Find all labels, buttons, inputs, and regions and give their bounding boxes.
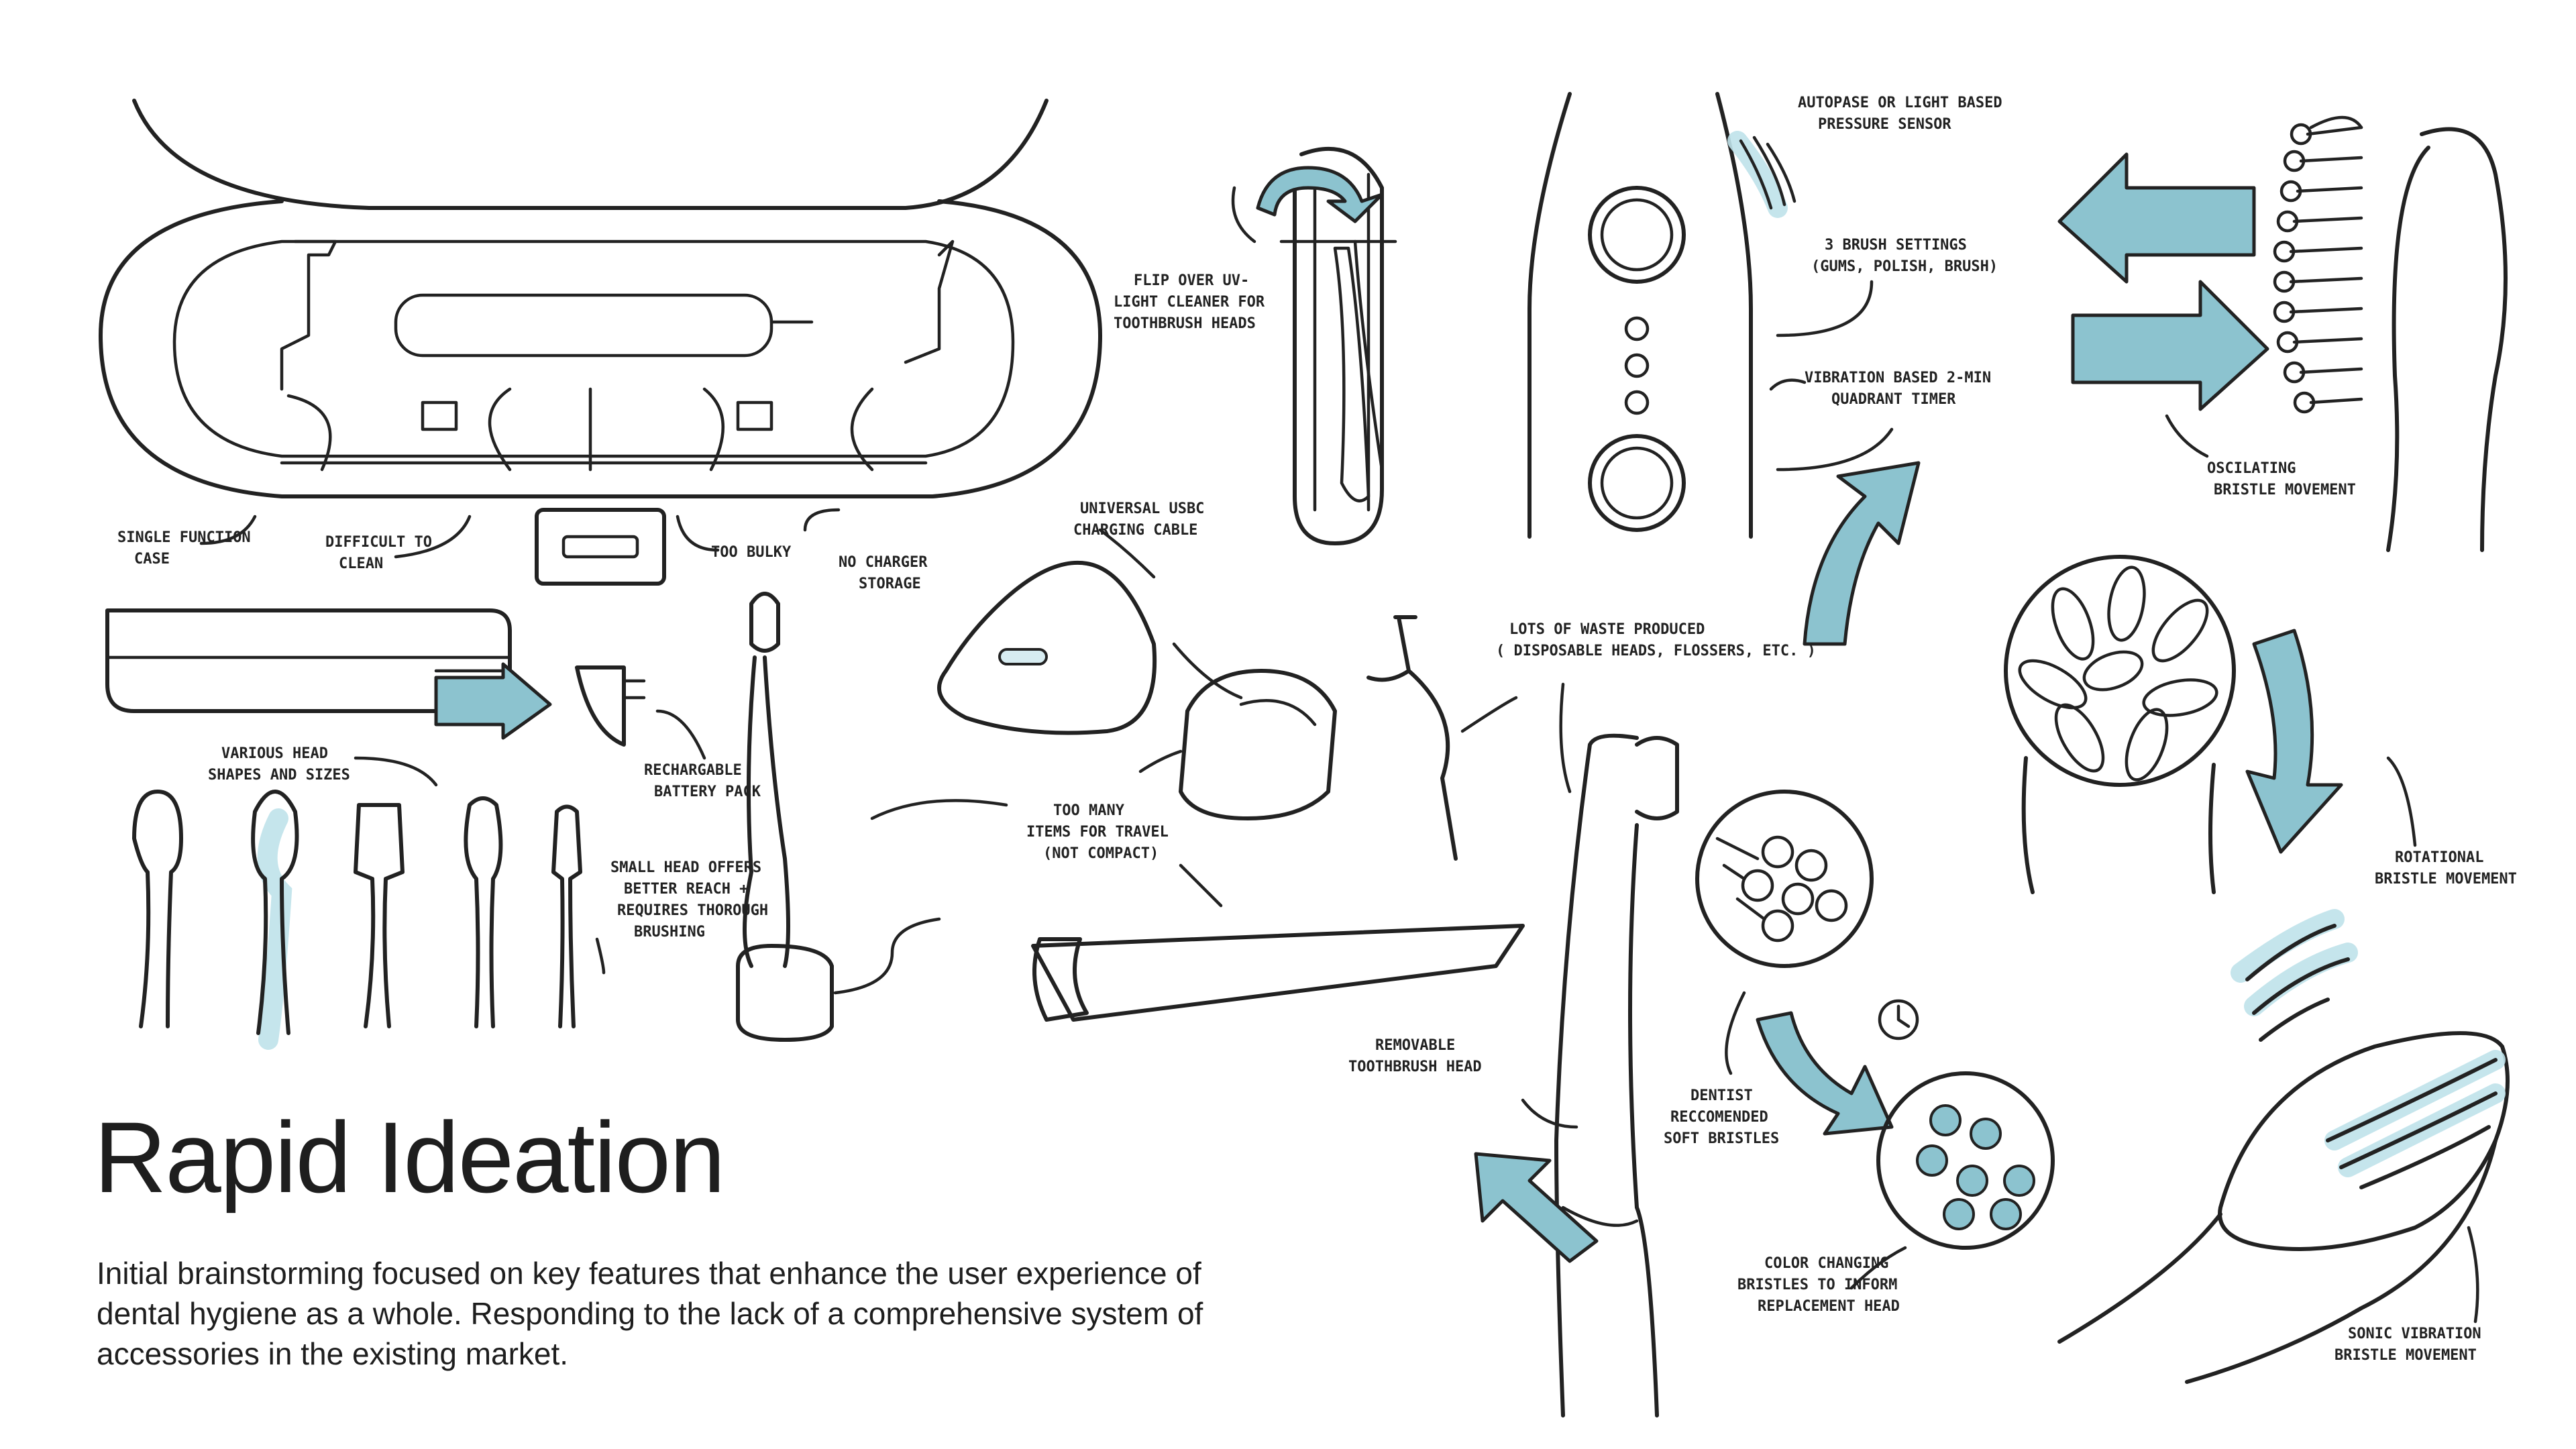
battery-pack-sketch bbox=[105, 608, 706, 760]
removable-head-brush-sketch bbox=[1474, 682, 1679, 1417]
svg-text:PRESSURE SENSOR: PRESSURE SENSOR bbox=[1818, 116, 1951, 133]
label-color-changing: COLOR CHANGING BRISTLES TO INFORM REPLAC… bbox=[1737, 1255, 1900, 1315]
label-single-function-case: SINGLE FUNCTION CASE bbox=[117, 529, 251, 568]
svg-text:DENTIST: DENTIST bbox=[1690, 1087, 1753, 1104]
label-small-head: SMALL HEAD OFFERS BETTER REACH + REQUIRE… bbox=[610, 859, 768, 941]
label-too-many-items: TOO MANY ITEMS FOR TRAVEL (NOT COMPACT) bbox=[1026, 802, 1169, 862]
svg-text:VIBRATION BASED 2-MIN: VIBRATION BASED 2-MIN bbox=[1805, 370, 1991, 386]
svg-text:BRISTLE MOVEMENT: BRISTLE MOVEMENT bbox=[2375, 871, 2517, 888]
label-rechargeable-battery: RECHARGABLE BATTERY PACK bbox=[644, 762, 761, 800]
arrow-up-left-icon bbox=[1474, 1152, 1599, 1263]
svg-text:ITEMS FOR TRAVEL: ITEMS FOR TRAVEL bbox=[1026, 824, 1169, 841]
label-sonic-vibration: SONIC VIBRATION BRISTLE MOVEMENT bbox=[2334, 1326, 2481, 1364]
svg-text:TOO BULKY: TOO BULKY bbox=[711, 544, 792, 561]
label-rotational: ROTATIONAL BRISTLE MOVEMENT bbox=[2375, 849, 2517, 888]
svg-text:REPLACEMENT HEAD: REPLACEMENT HEAD bbox=[1758, 1298, 1900, 1315]
svg-text:BRUSHING: BRUSHING bbox=[634, 924, 705, 941]
curved-arrow-right-icon bbox=[1756, 1011, 1894, 1136]
svg-text:AUTOPASE OR LIGHT BASED: AUTOPASE OR LIGHT BASED bbox=[1798, 95, 2002, 111]
label-autopause: AUTOPASE OR LIGHT BASED PRESSURE SENSOR bbox=[1798, 95, 2002, 133]
label-removable-head: REMOVABLE TOOTHBRUSH HEAD bbox=[1348, 1037, 1482, 1075]
svg-text:BRISTLES TO INFORM: BRISTLES TO INFORM bbox=[1737, 1277, 1897, 1293]
page-description: Initial brainstorming focused on key fea… bbox=[97, 1256, 1203, 1371]
travel-items-sketch bbox=[870, 615, 1525, 1022]
label-vibration-timer: VIBRATION BASED 2-MIN QUADRANT TIMER bbox=[1805, 370, 1991, 408]
brush-handle-sketch bbox=[1527, 92, 1894, 539]
svg-text:RECCOMENDED: RECCOMENDED bbox=[1670, 1109, 1768, 1126]
svg-text:VARIOUS HEAD: VARIOUS HEAD bbox=[221, 745, 328, 762]
svg-text:STORAGE: STORAGE bbox=[859, 576, 921, 592]
usbc-charger-sketch bbox=[937, 528, 1243, 735]
arrow-right-icon bbox=[2071, 280, 2269, 411]
svg-text:BRISTLE MOVEMENT: BRISTLE MOVEMENT bbox=[2334, 1347, 2477, 1364]
svg-text:3 BRUSH SETTINGS: 3 BRUSH SETTINGS bbox=[1825, 237, 1967, 254]
curved-arrow-down-icon bbox=[2245, 629, 2343, 854]
svg-text:LIGHT CLEANER FOR: LIGHT CLEANER FOR bbox=[1114, 294, 1265, 311]
label-flip-over-uv: FLIP OVER UV- LIGHT CLEANER FOR TOOTHBRU… bbox=[1114, 272, 1265, 332]
svg-text:TOOTHBRUSH HEADS: TOOTHBRUSH HEADS bbox=[1114, 315, 1256, 332]
curved-arrow-up-icon bbox=[1803, 461, 1921, 646]
svg-text:RECHARGABLE: RECHARGABLE bbox=[644, 762, 742, 779]
svg-text:SINGLE FUNCTION: SINGLE FUNCTION bbox=[117, 529, 251, 546]
svg-text:SOFT BRISTLES: SOFT BRISTLES bbox=[1664, 1130, 1779, 1147]
arrow-right-icon bbox=[434, 662, 552, 740]
svg-text:OSCILATING: OSCILATING bbox=[2207, 460, 2296, 477]
label-difficult-to-clean: DIFFICULT TO CLEAN bbox=[325, 534, 432, 572]
svg-text:NO CHARGER: NO CHARGER bbox=[839, 554, 928, 571]
svg-text:ROTATIONAL: ROTATIONAL bbox=[2395, 849, 2483, 866]
svg-text:UNIVERSAL USBC: UNIVERSAL USBC bbox=[1080, 500, 1204, 517]
svg-text:SMALL HEAD OFFERS: SMALL HEAD OFFERS bbox=[610, 859, 761, 876]
svg-text:(NOT COMPACT): (NOT COMPACT) bbox=[1043, 845, 1159, 862]
sonic-head-sketch bbox=[2057, 909, 2510, 1384]
label-universal-usbc: UNIVERSAL USBC CHARGING CABLE bbox=[1073, 500, 1204, 539]
flip-arrow-icon bbox=[1256, 166, 1384, 223]
svg-text:BETTER REACH +: BETTER REACH + bbox=[624, 881, 748, 898]
label-lots-of-waste: LOTS OF WASTE PRODUCED ( DISPOSABLE HEAD… bbox=[1496, 621, 1816, 659]
svg-text:(GUMS, POLISH, BRUSH): (GUMS, POLISH, BRUSH) bbox=[1811, 258, 1998, 275]
label-oscillating: OSCILATING BRISTLE MOVEMENT bbox=[2207, 460, 2356, 498]
svg-text:TOOTHBRUSH HEAD: TOOTHBRUSH HEAD bbox=[1348, 1059, 1482, 1075]
label-no-charger-storage: NO CHARGER STORAGE bbox=[839, 554, 928, 592]
label-brush-settings: 3 BRUSH SETTINGS (GUMS, POLISH, BRUSH) bbox=[1811, 237, 1998, 275]
svg-text:TOO MANY: TOO MANY bbox=[1053, 802, 1125, 819]
svg-text:DIFFICULT TO: DIFFICULT TO bbox=[325, 534, 432, 551]
svg-text:QUADRANT TIMER: QUADRANT TIMER bbox=[1831, 391, 1956, 408]
page-title: Rapid Ideation bbox=[94, 1101, 725, 1214]
soft-bristles-sketch bbox=[1695, 790, 2055, 1290]
svg-text:SONIC VIBRATION: SONIC VIBRATION bbox=[2348, 1326, 2481, 1342]
brush-on-stand-sketch bbox=[595, 592, 941, 1042]
label-various-head: VARIOUS HEAD SHAPES AND SIZES bbox=[208, 745, 350, 784]
svg-text:CHARGING CABLE: CHARGING CABLE bbox=[1073, 522, 1197, 539]
svg-text:REQUIRES THOROUGH: REQUIRES THOROUGH bbox=[617, 902, 768, 919]
svg-text:LOTS OF WASTE PRODUCED: LOTS OF WASTE PRODUCED bbox=[1509, 621, 1705, 638]
svg-text:FLIP OVER UV-: FLIP OVER UV- bbox=[1134, 272, 1249, 289]
svg-text:CLEAN: CLEAN bbox=[339, 555, 383, 572]
svg-text:SHAPES AND SIZES: SHAPES AND SIZES bbox=[208, 767, 350, 784]
label-dentist-recommended: DENTIST RECCOMENDED SOFT BRISTLES bbox=[1664, 1087, 1779, 1147]
svg-text:CASE: CASE bbox=[134, 551, 170, 568]
arrow-left-icon bbox=[2057, 152, 2256, 284]
label-too-bulky: TOO BULKY bbox=[711, 544, 792, 561]
svg-text:BRISTLE MOVEMENT: BRISTLE MOVEMENT bbox=[2214, 482, 2356, 498]
rotational-head-sketch bbox=[1803, 461, 2417, 894]
brush-heads-row bbox=[132, 756, 582, 1050]
svg-text:BATTERY PACK: BATTERY PACK bbox=[654, 784, 761, 800]
uv-cleaner-sketch bbox=[1231, 146, 1397, 545]
svg-text:COLOR CHANGING: COLOR CHANGING bbox=[1764, 1255, 1888, 1272]
svg-text:( DISPOSABLE HEADS, FLOSSERS,: ( DISPOSABLE HEADS, FLOSSERS, ETC. ) bbox=[1496, 643, 1816, 659]
oscillating-head-sketch bbox=[2057, 115, 2508, 552]
travel-case-sketch bbox=[99, 99, 1102, 586]
svg-text:REMOVABLE: REMOVABLE bbox=[1375, 1037, 1455, 1054]
